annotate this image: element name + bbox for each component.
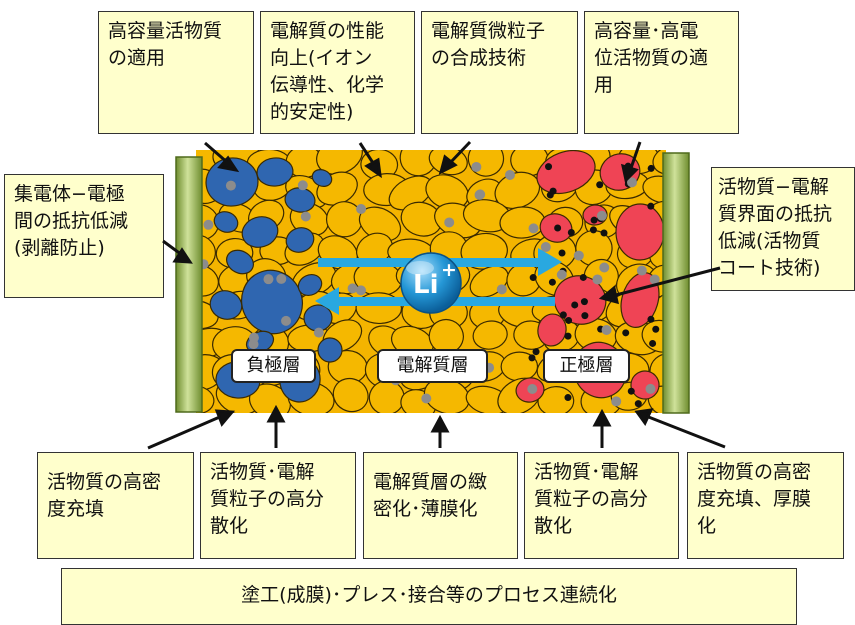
carbon-dot — [647, 315, 655, 323]
carbon-dot — [545, 163, 553, 171]
additive-dot — [649, 274, 660, 285]
negative-active-particle — [226, 249, 254, 275]
additive-dot — [281, 315, 292, 326]
carbon-dot — [634, 400, 642, 408]
electrolyte-particle — [537, 386, 575, 413]
lithium-ion-icon: Li + — [400, 252, 462, 314]
carbon-dot — [649, 339, 657, 347]
electrolyte-particle — [316, 150, 363, 175]
callout-collector-resistance: 集電体−電極 間の抵抗低減 (剥離防止) — [4, 174, 164, 298]
negative-active-particle — [317, 337, 343, 363]
electrolyte-layer-label: 電解質層 — [377, 349, 488, 383]
additive-dot — [601, 324, 612, 335]
additive-dot — [444, 217, 455, 228]
additive-dot — [540, 242, 551, 253]
carbon-dot — [590, 216, 598, 224]
additive-dot — [421, 393, 432, 404]
carbon-dot — [627, 387, 635, 395]
carbon-dot — [528, 354, 536, 362]
callout-high-capacity-active-material: 高容量活物質 の適用 — [98, 11, 254, 134]
carbon-dot — [652, 325, 660, 333]
additive-dot — [636, 265, 647, 276]
positive-active-particle — [536, 150, 596, 195]
left-current-collector — [175, 156, 203, 413]
additive-dot — [276, 273, 287, 284]
additive-dot — [504, 169, 515, 180]
additive-dot — [474, 189, 485, 200]
additive-dot — [599, 262, 610, 273]
negative-active-particle — [311, 169, 333, 187]
additive-dot — [527, 383, 538, 394]
callout-electrolyte-densification: 電解質層の緻 密化･薄膜化 — [363, 452, 518, 559]
svg-text:Li: Li — [413, 270, 438, 300]
additive-dot — [297, 180, 308, 191]
carbon-dot — [548, 278, 556, 286]
positive-active-particle — [553, 275, 607, 325]
carbon-dot — [647, 164, 655, 172]
additive-dot — [225, 180, 236, 191]
positive-active-particle — [615, 203, 665, 261]
additive-dot — [573, 250, 584, 261]
negative-active-particle — [256, 157, 294, 187]
additive-dot — [300, 211, 311, 222]
additive-dot — [592, 274, 603, 285]
carbon-dot — [580, 298, 588, 306]
svg-text:+: + — [441, 259, 457, 281]
additive-dot — [528, 223, 539, 234]
callout-high-voltage-active-material: 高容量･高電 位活物質の適 用 — [584, 11, 739, 134]
electrolyte-particle — [332, 377, 369, 413]
callout-dense-packing-1: 活物質の高密 度充填 — [37, 452, 194, 559]
positive-active-particle — [537, 313, 567, 347]
carbon-dot — [622, 329, 630, 337]
additive-dot — [356, 204, 367, 215]
negative-active-particle — [213, 211, 239, 233]
additive-dot — [471, 161, 482, 172]
additive-dot — [203, 219, 214, 230]
negative-active-particle — [209, 290, 243, 320]
additive-dot — [496, 284, 507, 295]
callout-electrolyte-particle-synthesis: 電解質微粒子 の合成技術 — [421, 11, 578, 134]
negative-layer-label: 負極層 — [231, 349, 316, 383]
additive-dot — [248, 339, 259, 350]
carbon-dot — [564, 394, 572, 402]
additive-dot — [313, 327, 324, 338]
carbon-dot — [579, 273, 587, 281]
carbon-dot — [532, 348, 540, 356]
carbon-dot — [596, 181, 604, 189]
additive-dot — [347, 283, 358, 294]
additive-dot — [263, 274, 274, 285]
carbon-dot — [581, 312, 589, 320]
positive-layer-label: 正極層 — [543, 349, 630, 383]
carbon-dot — [567, 228, 575, 236]
callout-interface-resistance: 活物質−電解 質界面の抵抗 低減(活物質 コート技術) — [711, 167, 855, 291]
carbon-dot — [559, 311, 567, 319]
callout-dispersion-2: 活物質･電解 質粒子の高分 散化 — [524, 452, 679, 559]
additive-dot — [611, 396, 622, 407]
carbon-dot — [571, 301, 579, 309]
callout-dense-packing-2: 活物質の高密 度充填、厚膜 化 — [687, 452, 844, 559]
callout-dispersion-1: 活物質･電解 質粒子の高分 散化 — [200, 452, 356, 559]
carbon-dot — [558, 249, 566, 257]
additive-dot — [627, 177, 638, 188]
additive-dot — [645, 383, 656, 394]
negative-active-particle — [297, 273, 323, 297]
electrolyte-particle — [649, 353, 666, 390]
negative-active-particle — [241, 216, 279, 248]
carbon-dot — [565, 316, 573, 324]
additive-dot — [596, 210, 607, 221]
electrolyte-particle — [472, 320, 508, 350]
carbon-dot — [564, 332, 572, 340]
callout-electrolyte-performance: 電解質の性能 向上(イオン 伝導性、化学 的安定性) — [260, 11, 415, 134]
additive-dot — [355, 285, 366, 296]
carbon-dot — [554, 224, 562, 232]
additive-dot — [556, 269, 567, 280]
carbon-dot — [600, 229, 608, 237]
negative-active-particle — [285, 227, 315, 253]
carbon-dot — [589, 226, 597, 234]
callout-arrows — [147, 140, 726, 450]
carbon-dot — [647, 202, 655, 210]
carbon-dot — [529, 274, 537, 282]
carbon-dot — [549, 187, 557, 195]
